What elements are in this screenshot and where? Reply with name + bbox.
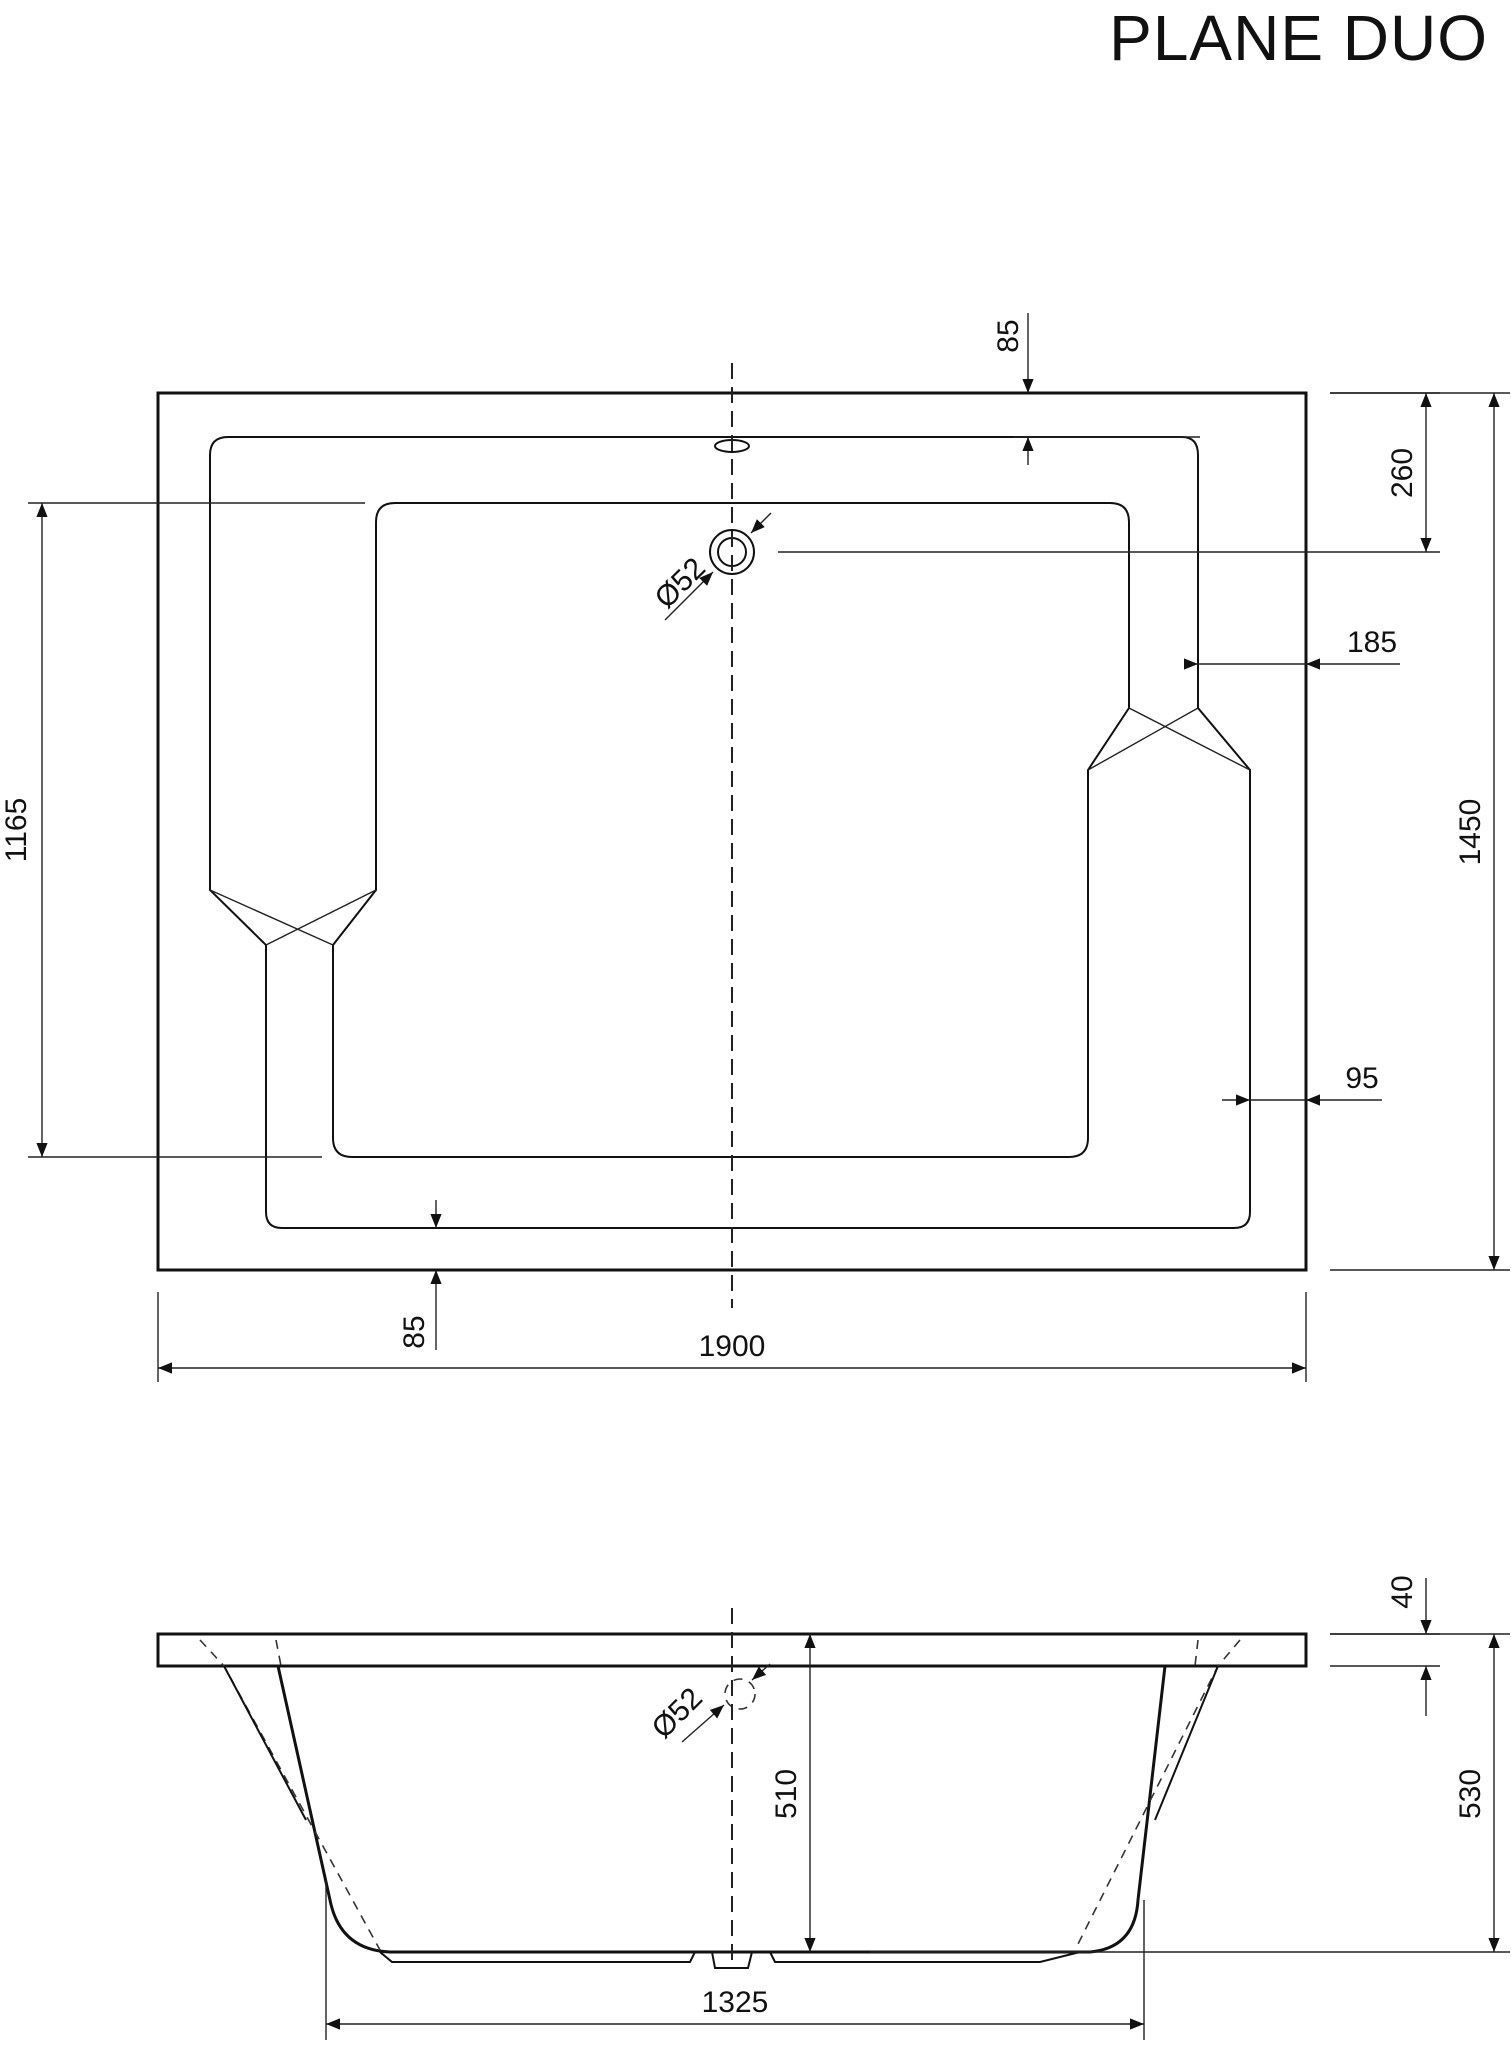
dim-side-rim: 95: [1222, 1062, 1382, 1106]
top-view: 85 260 Ø52 185 95: [0, 313, 1510, 1382]
side-outer-wall: [223, 1665, 1219, 1821]
dim-rim-bottom-label: 85: [398, 1315, 431, 1348]
side-hidden-lines: [199, 1639, 1241, 1951]
dim-drain-offset: 260: [778, 392, 1440, 553]
dim-rim-bottom: 85: [398, 1200, 442, 1350]
side-drain-symbol: [724, 1678, 756, 1710]
right-backrest-lines: [1087, 707, 1251, 771]
tub-inner-basin: [209, 436, 1251, 1229]
dim-seat-width: 185: [1184, 626, 1400, 670]
side-drain-outlet: [711, 1951, 753, 1969]
dim-drain-diameter-label: Ø52: [649, 552, 712, 615]
side-tub-body: [276, 1665, 1167, 1954]
dim-total-width: 1450: [1330, 392, 1510, 1271]
dim-seat-width-label: 185: [1347, 626, 1397, 659]
dim-side-drain-diameter: Ø52: [646, 1663, 771, 1745]
dim-total-depth-label: 530: [1454, 1769, 1487, 1819]
dim-rim-top: 85: [992, 313, 1200, 465]
dim-bottom-length: 1325: [325, 1880, 1145, 2040]
side-view: Ø52 40 530 510 1325: [156, 1575, 1510, 2040]
dim-total-length-label: 1900: [699, 1330, 766, 1363]
left-backrest-lines: [209, 889, 377, 946]
dim-drain-offset-label: 260: [1386, 448, 1419, 498]
drawing-title: PLANE DUO: [1109, 2, 1488, 74]
dim-inner-length-label: 1165: [0, 798, 33, 863]
dim-rim-thickness-label: 40: [1386, 1575, 1419, 1608]
dim-inner-depth-label: 510: [770, 1769, 803, 1819]
dim-inner-length: 1165: [0, 502, 365, 1158]
dim-total-length: 1900: [157, 1292, 1307, 1382]
dim-side-drain-diameter-label: Ø52: [646, 1682, 709, 1745]
tub-floor-outline: [332, 502, 1130, 1158]
dim-inner-depth: 510: [770, 1634, 816, 1952]
dim-drain-diameter: Ø52: [649, 512, 772, 621]
dim-rim-top-label: 85: [992, 319, 1025, 352]
dim-rim-thickness: 40: [1330, 1575, 1440, 1716]
dim-total-depth: 530: [870, 1633, 1510, 1953]
dim-total-width-label: 1450: [1454, 799, 1487, 866]
dim-side-rim-label: 95: [1345, 1062, 1378, 1095]
dim-bottom-length-label: 1325: [702, 1986, 769, 2019]
side-bottom-feet: [379, 1951, 1081, 1963]
